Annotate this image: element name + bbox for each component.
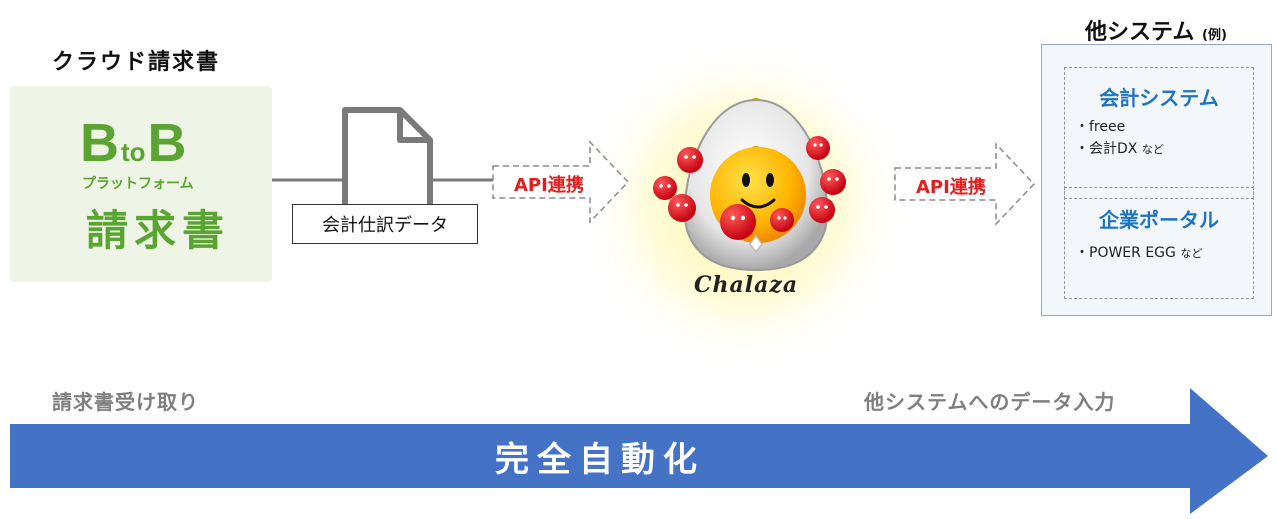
- bottom-right-label: 他システムへのデータ入力: [864, 390, 1116, 414]
- api-arrow-left: [492, 140, 630, 224]
- portal-system-box: 企業ポータル ・POWER EGG など: [1064, 187, 1254, 299]
- list-item: ・POWER EGG など: [1075, 245, 1203, 261]
- list-item: ・会計DX など: [1075, 141, 1164, 157]
- chalaza-mascot-icon: [653, 98, 846, 272]
- api-label-left: API連携: [514, 175, 584, 196]
- left-heading: クラウド請求書: [52, 50, 221, 75]
- accounting-system-list: ・freee ・会計DX など: [1075, 116, 1164, 161]
- logo-main-text: 請求書: [86, 206, 231, 255]
- btob-logo-text: BtoB: [80, 116, 187, 170]
- system-panel: 会計システム ・freee ・会計DX など 企業ポータル ・POWER EGG…: [1041, 44, 1272, 316]
- logo-subtitle: プラットフォーム: [82, 176, 194, 192]
- automation-arrow: [10, 388, 1268, 514]
- portal-system-list: ・POWER EGG など: [1075, 242, 1202, 265]
- automation-label: 完全自動化: [495, 439, 705, 480]
- logo-to: to: [121, 137, 146, 167]
- accounting-system-box: 会計システム ・freee ・会計DX など: [1064, 67, 1254, 199]
- right-heading-note: (例): [1202, 28, 1227, 43]
- document-label: 会計仕訳データ: [292, 204, 478, 244]
- document-icon: [342, 107, 433, 211]
- chalaza-wordmark: Chalaza: [694, 272, 799, 298]
- right-heading-title: 他システム: [1085, 20, 1195, 45]
- list-item: ・freee: [1075, 119, 1126, 135]
- logo-b1: B: [80, 113, 119, 173]
- api-label-right: API連携: [916, 177, 986, 198]
- right-heading: 他システム (例): [1085, 14, 1227, 46]
- api-arrow-right: [894, 142, 1036, 226]
- bottom-left-label: 請求書受け取り: [52, 390, 199, 414]
- logo-b2: B: [147, 113, 187, 173]
- btob-card: [10, 86, 272, 282]
- portal-system-title: 企業ポータル: [1099, 208, 1219, 232]
- accounting-system-title: 会計システム: [1099, 86, 1219, 110]
